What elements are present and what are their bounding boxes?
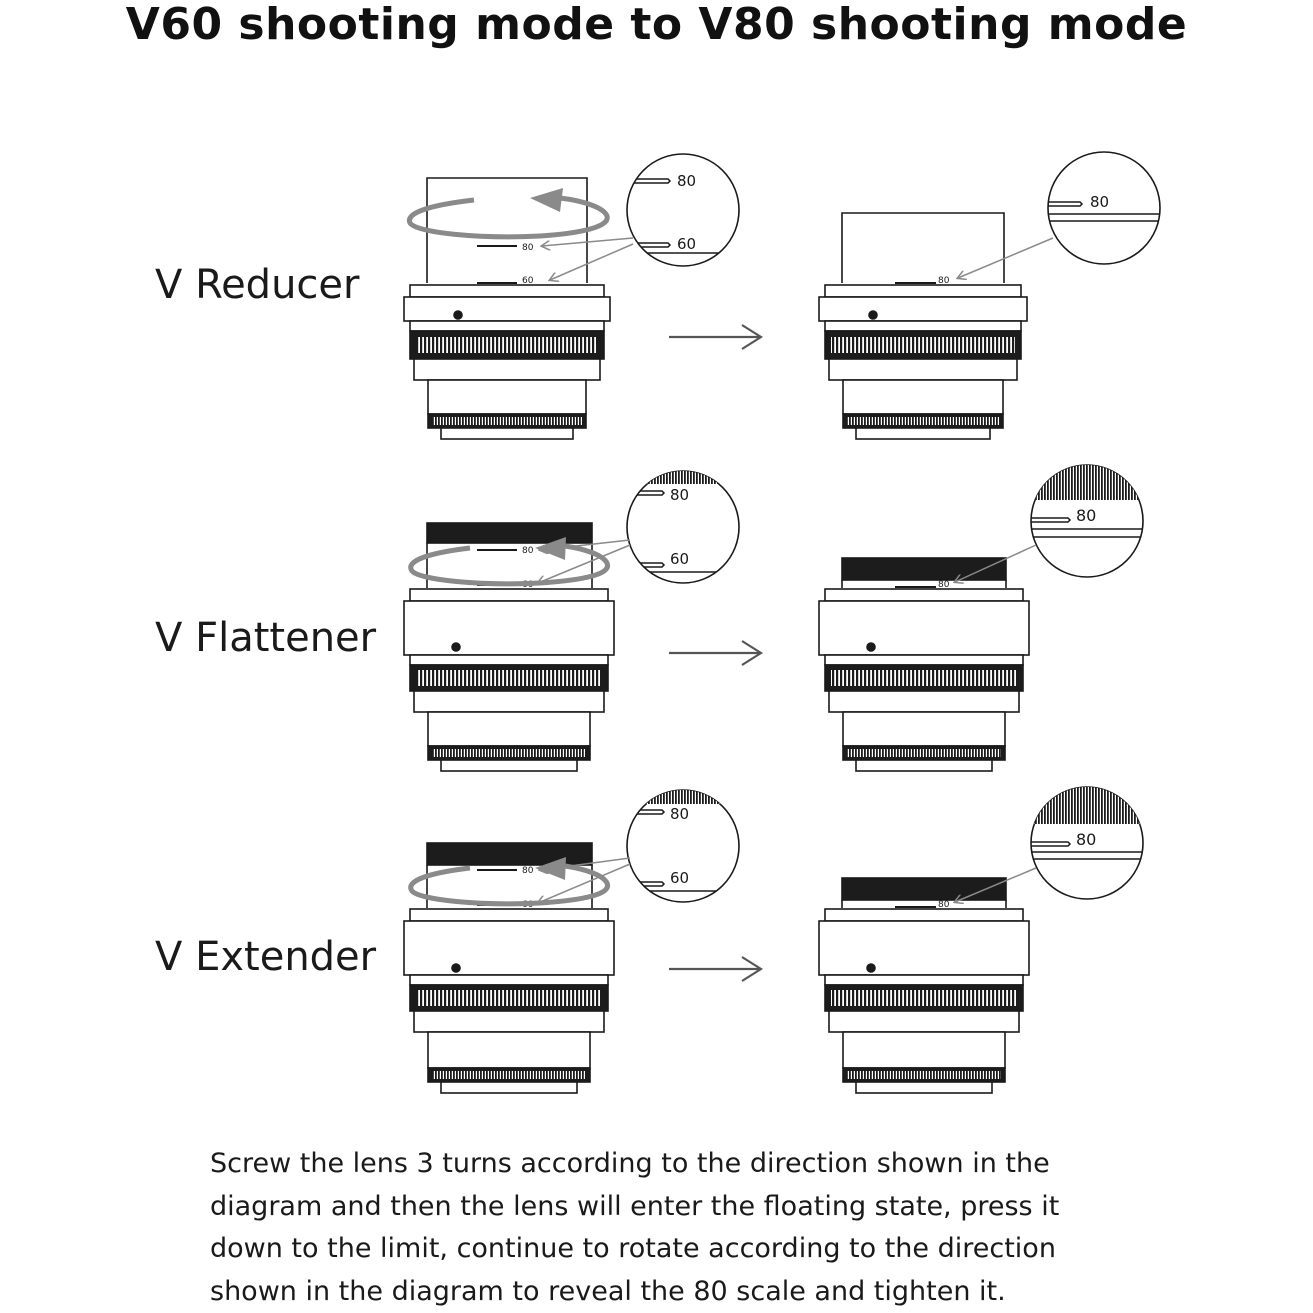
scale-80-small: 80: [522, 546, 534, 556]
right-arrow-icon: [669, 324, 764, 350]
caption-line: Screw the lens 3 turns according to the …: [210, 1148, 1050, 1179]
zoom-scale-80: 80: [677, 172, 696, 190]
magnifier-callout-icon: 80: [1030, 786, 1144, 900]
zoom-scale-80: 80: [1076, 506, 1096, 525]
caption-line: diagram and then the lens will enter the…: [210, 1190, 1060, 1222]
magnifier-callout-icon: 80 60: [626, 470, 740, 584]
caption-line: down to the limit, continue to rotate ac…: [210, 1233, 1056, 1264]
right-arrow-icon: [669, 640, 764, 666]
magnifier-callout-icon: 80 60: [626, 789, 740, 903]
zoom-scale-80: 80: [1076, 830, 1096, 849]
scale-80-small: 80: [522, 243, 534, 253]
scale-60-small: 60: [522, 276, 534, 286]
zoom-scale-80: 80: [670, 486, 689, 504]
magnifier-callout-icon: 80: [1047, 151, 1161, 265]
magnifier-callout-icon: 80: [1030, 464, 1144, 578]
rotate-arrow-icon: [406, 188, 610, 240]
zoom-scale-80: 80: [670, 805, 689, 823]
magnifier-callout-icon: 80 60: [626, 153, 740, 267]
instructions-caption: Screw the lens 3 turns according to the …: [210, 1143, 1110, 1313]
zoom-scale-80: 80: [1090, 193, 1109, 211]
zoom-scale-60: 60: [677, 235, 696, 253]
caption-line: shown in the diagram to reveal the 80 sc…: [210, 1275, 1006, 1307]
right-arrow-icon: [669, 956, 764, 982]
row-label-extender: V Extender: [155, 934, 377, 980]
row-label-flattener: V Flattener: [155, 615, 377, 661]
page-title: V60 shooting mode to V80 shooting mode: [125, 0, 1188, 50]
zoom-scale-60: 60: [670, 869, 689, 887]
scale-80-small: 80: [522, 866, 534, 876]
scale-80-small: 80: [938, 900, 950, 910]
flattener-after-lens: 80: [818, 557, 1030, 772]
row-label-reducer: V Reducer: [155, 262, 360, 308]
reducer-before-lens: 80 60: [403, 177, 611, 440]
scale-80-small: 80: [938, 580, 950, 590]
rotate-arrow-icon: [408, 537, 611, 587]
zoom-scale-60: 60: [670, 550, 689, 568]
flattener-before-lens: 80 60: [403, 522, 615, 772]
reducer-after-lens: 80: [818, 212, 1028, 440]
extender-before-lens: 80 60: [403, 842, 615, 1094]
scale-80-small: 80: [938, 276, 950, 286]
extender-after-lens: 80: [818, 877, 1030, 1094]
